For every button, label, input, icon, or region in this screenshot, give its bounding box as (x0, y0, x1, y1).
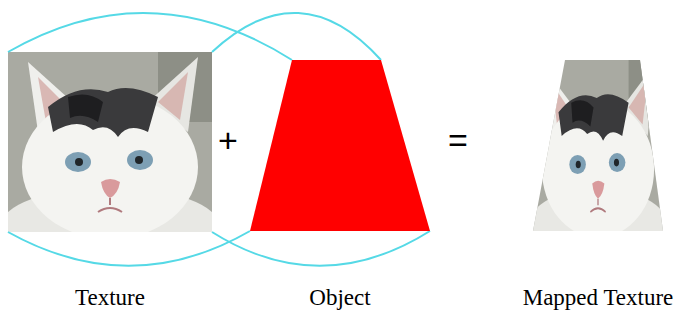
caption-label: Texture (75, 285, 145, 311)
mapped-texture-image: Mapped Texture (533, 60, 663, 231)
trapezoid-shape (250, 60, 430, 231)
caption-label: Object (309, 285, 370, 311)
caption-label: Mapped Texture (523, 285, 674, 311)
operator-symbol: + (218, 123, 238, 157)
operator-symbol: = (448, 123, 468, 157)
object-shape: Object (250, 60, 430, 231)
texture-image: Texture (8, 52, 212, 232)
